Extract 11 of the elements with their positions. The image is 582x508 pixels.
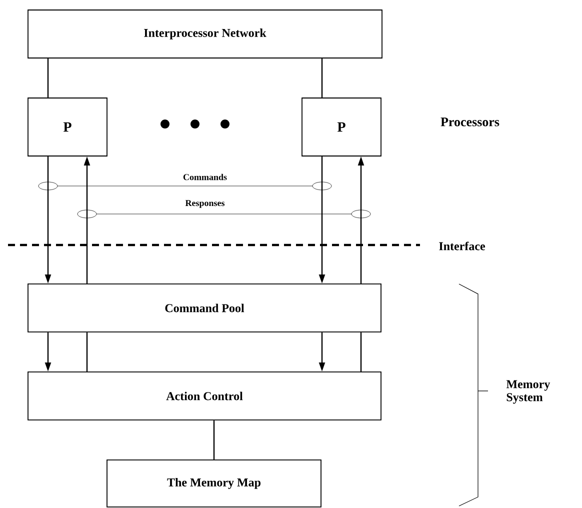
process-box: P	[302, 98, 382, 156]
process-box: P	[28, 98, 108, 156]
process-box: Command Pool	[28, 284, 382, 332]
text-label: Responses	[185, 200, 225, 208]
process-box: The Memory Map	[106, 460, 322, 508]
text-label: Interface	[439, 242, 485, 250]
text-label: Processors	[440, 118, 500, 126]
process-box: Action Control	[28, 372, 382, 420]
text-label: Memory System	[506, 380, 550, 404]
text-label: Commands	[183, 174, 227, 180]
process-box: Interprocessor Network	[28, 10, 382, 58]
